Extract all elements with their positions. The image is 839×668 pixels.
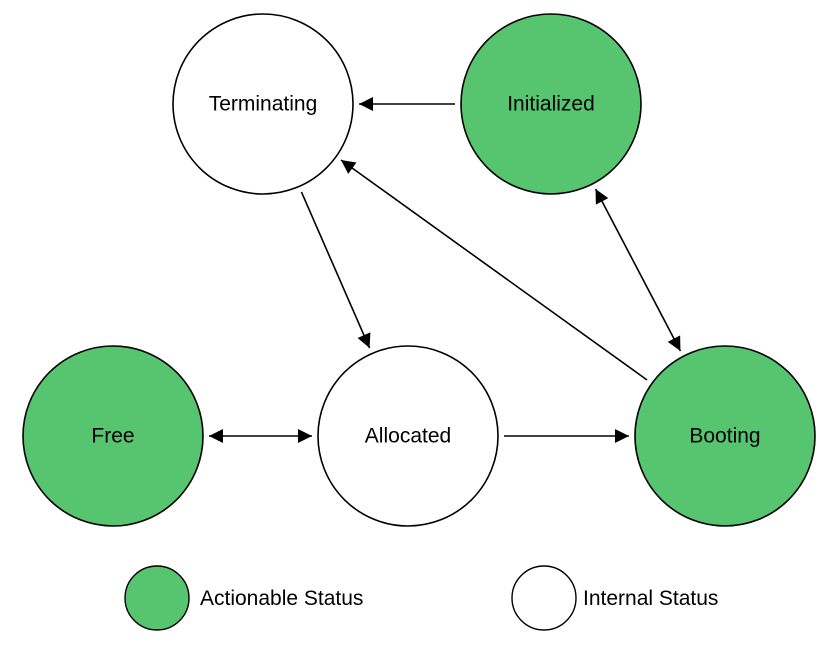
legend-actionable-label: Actionable Status <box>200 587 363 610</box>
node-free-circle <box>22 345 204 527</box>
node-terminating: Terminating <box>172 13 354 195</box>
legend-actionable: Actionable Status <box>124 565 363 631</box>
node-free: Free <box>22 345 204 527</box>
edge-initialized-booting <box>594 188 682 352</box>
node-initialized-circle <box>460 13 642 195</box>
node-free-label: Free <box>91 425 134 448</box>
node-initialized: Initialized <box>460 13 642 195</box>
node-booting-circle <box>634 345 816 527</box>
node-terminating-circle <box>172 13 354 195</box>
node-allocated-label: Allocated <box>365 425 451 448</box>
legend-internal: Internal Status <box>511 565 718 631</box>
node-booting-label: Booting <box>689 425 760 448</box>
node-initialized-label: Initialized <box>507 93 595 116</box>
legend-internal-swatch <box>511 565 577 631</box>
legend: Actionable Status Internal Status <box>124 565 718 631</box>
edges <box>209 97 682 443</box>
node-allocated: Allocated <box>317 345 499 527</box>
node-allocated-circle <box>317 345 499 527</box>
edge-terminating-to-allocated <box>300 191 371 349</box>
edge-booting-to-terminating <box>340 159 648 381</box>
legend-actionable-swatch <box>124 565 190 631</box>
legend-internal-label: Internal Status <box>583 587 718 610</box>
node-terminating-label: Terminating <box>209 93 318 116</box>
node-booting: Booting <box>634 345 816 527</box>
